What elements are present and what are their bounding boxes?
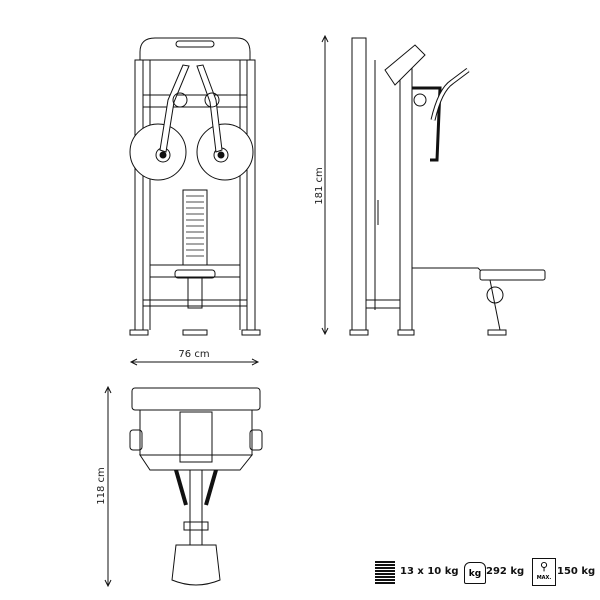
weight-stack-spec: 13 x 10 kg xyxy=(400,566,459,577)
depth-dimension xyxy=(104,385,112,588)
front-view xyxy=(129,37,261,336)
max-load-spec: 150 kg xyxy=(557,566,596,577)
height-label: 181 cm xyxy=(314,167,325,205)
kg-weight-icon: kg xyxy=(464,562,486,584)
width-label: 76 cm xyxy=(178,349,209,360)
max-user-icon: ⚲ MAX. xyxy=(532,558,556,586)
kg-icon-text: kg xyxy=(468,569,482,579)
side-view xyxy=(349,37,546,336)
machine-weight-spec: 292 kg xyxy=(486,566,525,577)
height-dimension xyxy=(321,34,329,336)
max-icon-text: MAX. xyxy=(536,575,552,581)
depth-label: 118 cm xyxy=(96,467,107,505)
weight-stack-icon xyxy=(375,561,395,585)
width-dimension xyxy=(129,358,260,366)
top-view xyxy=(129,387,263,586)
